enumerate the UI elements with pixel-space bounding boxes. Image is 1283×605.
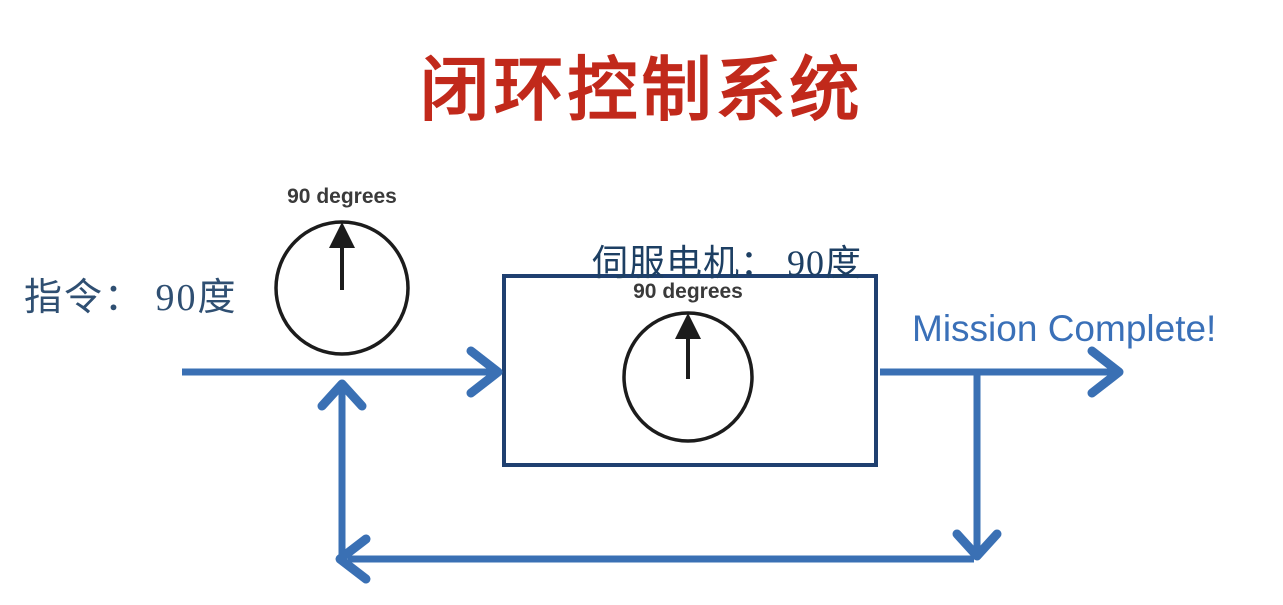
output-arrow [880, 346, 1124, 398]
output-arrowhead-right-icon [1087, 346, 1124, 398]
feedback-down-arrow [952, 375, 1002, 561]
servo-gauge-dial [622, 311, 754, 443]
command-gauge-label: 90 degrees [287, 185, 397, 208]
mission-complete-label: Mission Complete! [912, 308, 1217, 349]
command-label: 指令： 90度 [24, 277, 238, 319]
servo-gauge-needle-head [675, 313, 701, 339]
feedback-return-arrow [335, 534, 974, 584]
servo-label: 伺服电机： 90度 [592, 243, 863, 283]
slide-title: 闭环控制系统 [419, 53, 864, 130]
feedback-arrowhead-up-icon [317, 379, 367, 411]
command-gauge-needle-head [329, 222, 355, 248]
feedback-arrowhead-down-icon [952, 529, 1002, 561]
feedback-arrowhead-left-icon [335, 534, 371, 584]
input-arrowhead-right-icon [466, 346, 503, 398]
feedback-up-arrow [317, 379, 367, 557]
command-gauge-dial [274, 220, 410, 356]
servo-gauge-label: 90 degrees [633, 280, 743, 303]
servo-box [502, 274, 878, 467]
